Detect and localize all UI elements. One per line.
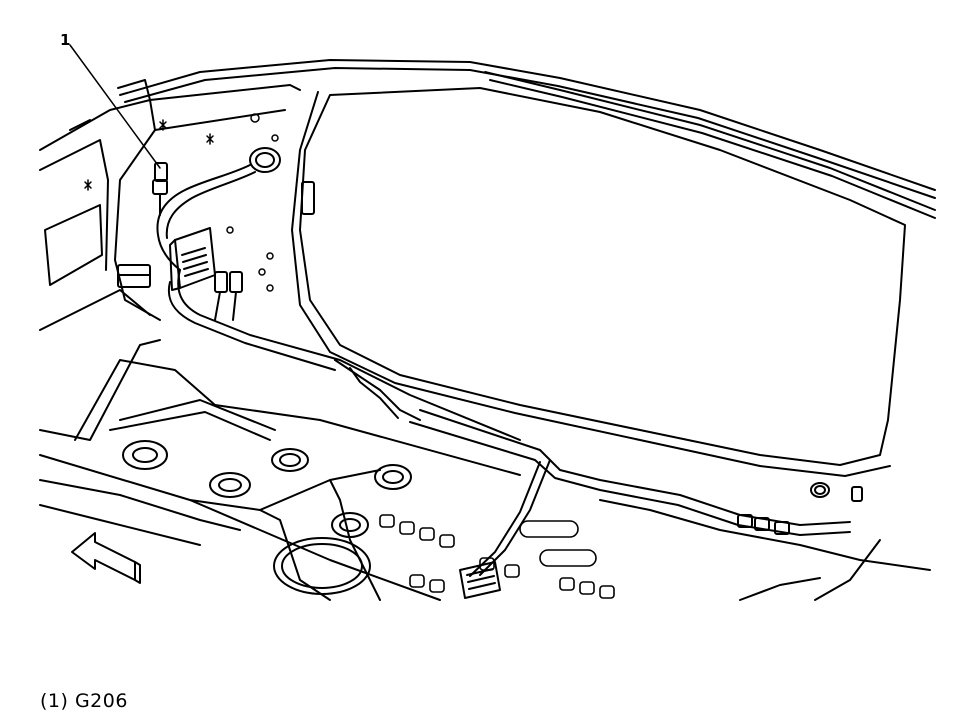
panel-holes: [84, 113, 279, 292]
floor-connector: [459, 561, 501, 599]
figure-caption: (1) G206: [40, 690, 128, 712]
floor-openings: [122, 440, 830, 538]
ground-connector-g206: [152, 162, 168, 216]
rear-connector: [737, 486, 863, 535]
callout-leader-line: [69, 44, 161, 169]
grommet: [249, 147, 281, 173]
forward-arrow-icon: [71, 532, 141, 584]
roof-panel: [119, 59, 936, 219]
left-quarter-panel: [39, 79, 301, 331]
floor-slots: [379, 514, 615, 599]
side-connector-right: [214, 271, 243, 321]
floor-pan: [39, 339, 931, 601]
back-window-opening: [291, 87, 906, 477]
pillar-clip: [301, 181, 315, 215]
vehicle-rear-compartment-diagram: [39, 44, 936, 601]
side-connector-left: [117, 264, 151, 288]
electronic-module: [169, 227, 216, 291]
callout-number: 1: [60, 31, 71, 49]
spare-well: [273, 537, 371, 595]
